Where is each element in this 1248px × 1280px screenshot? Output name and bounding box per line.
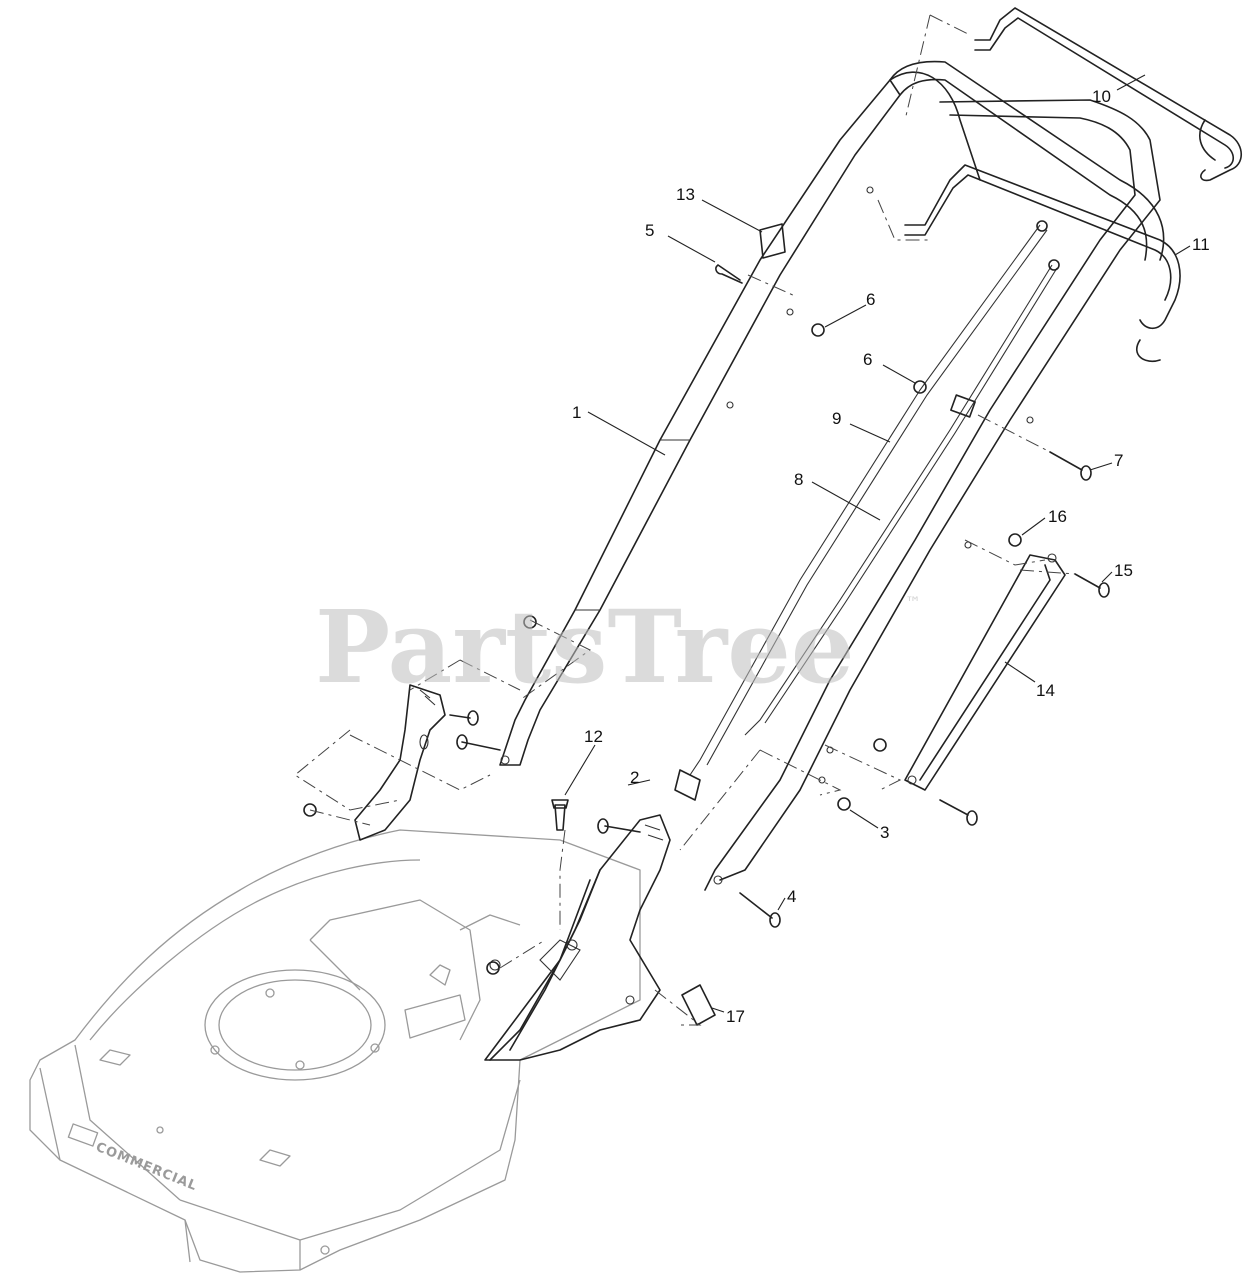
bail-11 — [904, 164, 1181, 362]
callout-15: 15 — [1114, 561, 1133, 580]
callout-16: 16 — [1048, 507, 1067, 526]
washer-16 — [1008, 533, 1022, 547]
callout-17: 17 — [726, 1007, 745, 1026]
callout-labels: 1 2 3 4 5 6 6 7 8 9 10 11 12 13 14 15 16… — [572, 87, 1210, 1026]
nut-3 — [837, 797, 851, 811]
bolt-left-1 — [449, 710, 479, 726]
callout-leaders — [564, 74, 1191, 1013]
hardware — [523, 223, 1110, 1026]
callout-11: 11 — [1192, 235, 1210, 254]
callout-1: 1 — [572, 403, 581, 422]
bolt-left-2 — [456, 734, 501, 751]
callout-8: 8 — [794, 470, 803, 489]
nut-left — [303, 803, 317, 817]
bolt-12 — [551, 799, 569, 831]
partstree-watermark: PartsTree ™ — [315, 588, 921, 706]
pin-5 — [715, 264, 743, 284]
bolt-15 — [1074, 573, 1101, 589]
callout-9: 9 — [832, 409, 841, 428]
mower-deck: COMMERCIAL — [29, 829, 641, 1273]
clip-17 — [681, 984, 716, 1026]
bail-10 — [974, 7, 1243, 182]
callout-6-upper: 6 — [866, 290, 875, 309]
callout-5: 5 — [645, 221, 654, 240]
callout-12: 12 — [584, 727, 603, 746]
nut-6-middle — [913, 380, 927, 394]
lower-handle — [499, 71, 1161, 891]
assembly-lines — [294, 14, 1076, 1026]
nut-6-upper — [811, 323, 825, 337]
callout-13: 13 — [676, 185, 695, 204]
callout-7: 7 — [1114, 451, 1123, 470]
rear-brackets — [303, 684, 671, 1061]
callout-14: 14 — [1036, 681, 1055, 700]
deck-commercial-text: COMMERCIAL — [94, 1140, 200, 1194]
cables — [674, 220, 1060, 801]
decal-13 — [759, 223, 786, 259]
watermark-trademark: ™ — [905, 593, 921, 612]
strut-14 — [904, 554, 1066, 791]
callout-6-middle: 6 — [863, 350, 872, 369]
bolt-2 — [597, 818, 641, 834]
callout-3: 3 — [880, 823, 889, 842]
upper-handle-loop — [889, 60, 1165, 261]
callout-4: 4 — [787, 887, 796, 906]
callout-10: 10 — [1092, 87, 1111, 106]
bolt-4 — [739, 892, 773, 919]
bolt-7 — [1049, 451, 1083, 471]
nut-center — [486, 961, 500, 975]
watermark-text: PartsTree — [315, 588, 855, 706]
callout-2: 2 — [630, 768, 639, 787]
